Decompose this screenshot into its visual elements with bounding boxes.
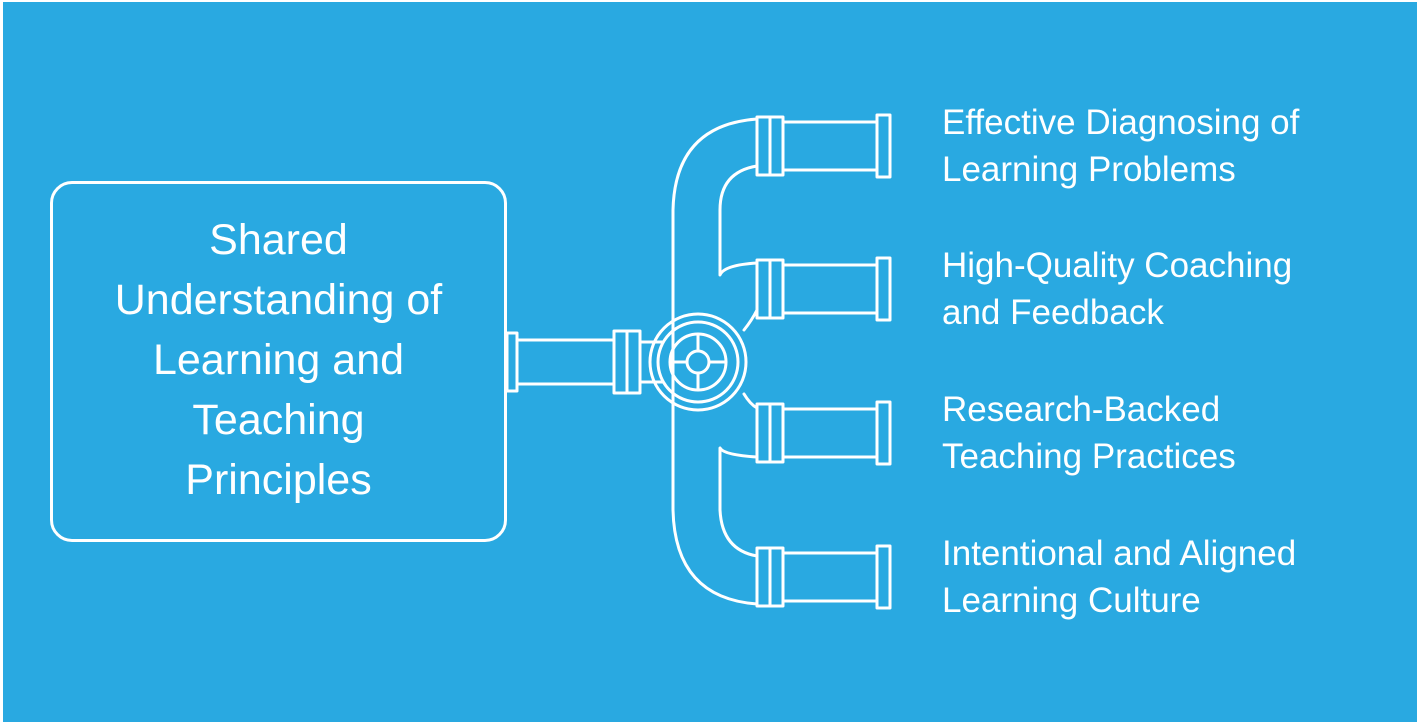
outlet-pipe-4 (755, 544, 892, 610)
outlet-label-line: and Feedback (942, 293, 1164, 332)
outlet-label-2: High-Quality Coaching and Feedback (942, 242, 1402, 336)
source-box: Shared Understanding of Learning and Tea… (50, 181, 507, 542)
source-label-line: Learning and (152, 335, 405, 384)
outlet-label-line: High-Quality Coaching (942, 246, 1293, 285)
outlet-label-line: Learning Problems (942, 150, 1236, 189)
outlet-label-4: Intentional and Aligned Learning Culture (942, 530, 1402, 624)
outlet-label-1: Effective Diagnosing of Learning Problem… (942, 99, 1402, 193)
source-label-line: Shared (209, 215, 348, 264)
outlet-label-line: Intentional and Aligned (942, 534, 1297, 573)
source-label-line: Understanding of (114, 275, 443, 324)
valve-icon (648, 312, 748, 412)
source-label-line: Principles (185, 455, 372, 504)
source-label-line: Teaching (192, 395, 365, 444)
inlet-pipe (505, 329, 664, 395)
outlet-label-line: Learning Culture (942, 581, 1201, 620)
outlet-label-line: Research-Backed (942, 390, 1221, 429)
outlet-label-line: Teaching Practices (942, 437, 1236, 476)
outlet-pipe-1 (755, 113, 892, 179)
outlet-label-line: Effective Diagnosing of (942, 103, 1300, 142)
outlet-pipe-2 (755, 256, 892, 322)
outlet-pipe-3 (755, 400, 892, 466)
source-label: Shared Understanding of Learning and Tea… (64, 210, 494, 510)
outlet-label-3: Research-Backed Teaching Practices (942, 386, 1402, 480)
